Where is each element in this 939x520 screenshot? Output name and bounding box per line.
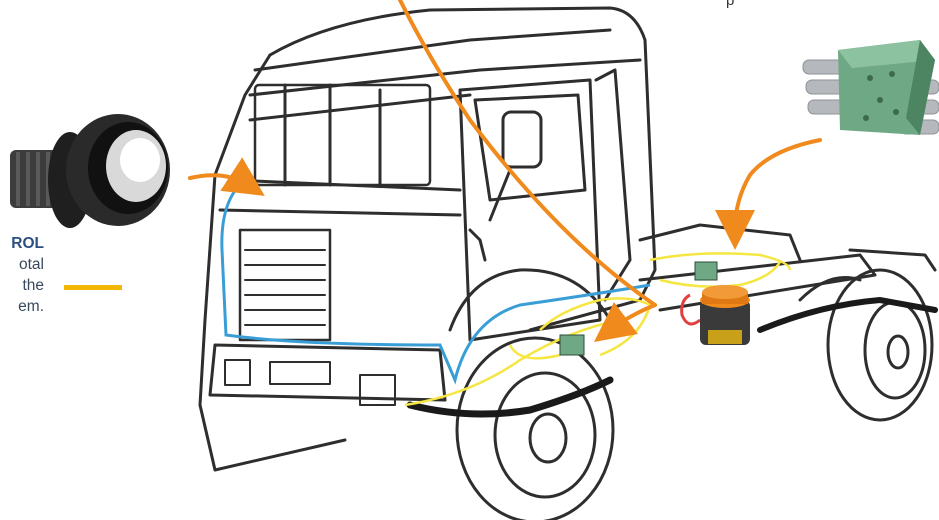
top-cut-text: p (726, 0, 734, 9)
feature-caption: ROL otal the em. (0, 233, 44, 317)
junction-block-icon (560, 262, 717, 355)
distribution-block-icon (803, 40, 939, 135)
lubrication-pump-icon (700, 285, 750, 345)
caption-title: ROL (0, 233, 44, 254)
caption-line-1: otal (0, 254, 44, 275)
push-button-icon (10, 114, 170, 228)
accent-divider (64, 285, 122, 290)
caption-line-2: the (0, 275, 44, 296)
caption-line-3: em. (0, 296, 44, 317)
red-wire (682, 295, 700, 324)
